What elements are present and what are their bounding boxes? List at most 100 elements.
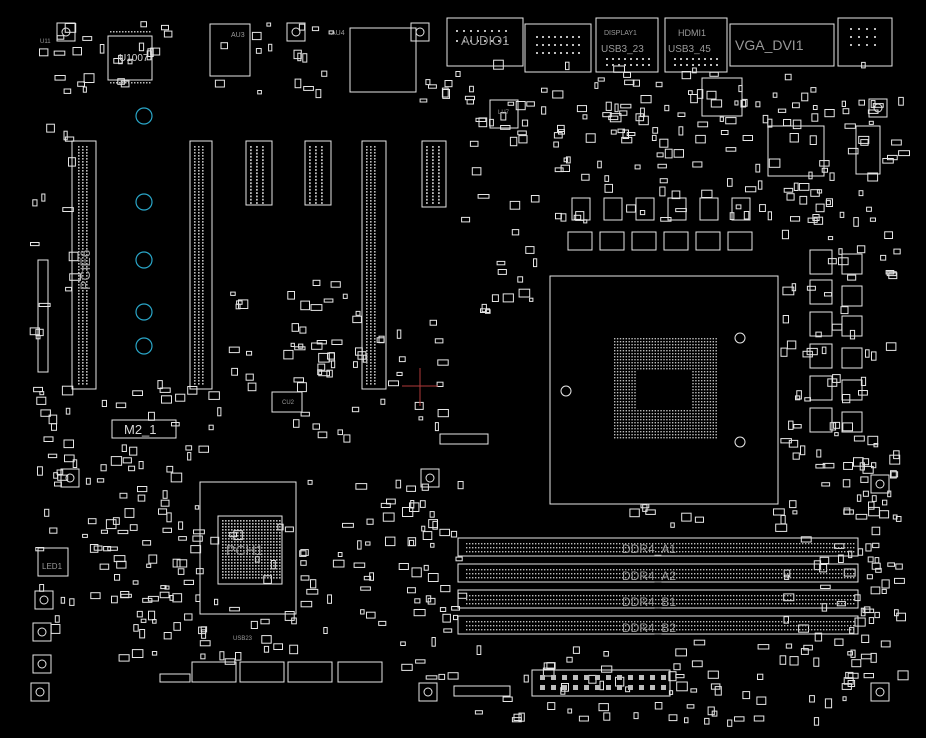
cpu-socket-pad [654, 419, 656, 421]
chip-pch1-pad [249, 547, 251, 549]
chip-pch1-pad [234, 556, 236, 558]
passive-component [114, 574, 121, 581]
slot-pcie6-pin [86, 275, 88, 277]
dimm-slot-pin [832, 599, 834, 601]
dimm-slot-pin [700, 603, 702, 605]
cpu-socket-pad [689, 359, 691, 361]
chip-pch1-pad [264, 553, 266, 555]
header-block-c-pin [432, 146, 434, 148]
slot-pcie-2-pin [202, 332, 204, 334]
dimm-slot-pin [757, 595, 759, 597]
dimm-slot-pin [739, 603, 741, 605]
chip-pch1-pad [222, 547, 224, 549]
slot-pcie-3-pin [366, 341, 368, 343]
dimm-slot-pin [544, 621, 546, 623]
dimm-slot-pin [703, 573, 705, 575]
slot-pcie-3-pin [366, 275, 368, 277]
passive-component [82, 36, 93, 41]
slot-pcie-3-pin [366, 248, 368, 250]
slot-pcie6-pin [82, 212, 84, 214]
dimm-slot-pin [526, 577, 528, 579]
cpu-socket-pad [695, 398, 697, 400]
dimm-slot-pin [484, 629, 486, 631]
slot-pcie-3-pin [366, 260, 368, 262]
dimm-slot-pin [775, 625, 777, 627]
header-block-b-pin [309, 155, 311, 158]
slot-pcie-3-pin [366, 221, 368, 223]
cpu-socket-pad [715, 407, 717, 409]
dimm-slot-pin [748, 595, 750, 597]
cpu-socket-pad [683, 344, 685, 346]
dimm-slot-pin [487, 547, 489, 549]
slot-pcie6-pin [82, 239, 84, 241]
slot-pcie6-pin [86, 191, 88, 193]
cpu-socket-pad [654, 341, 656, 343]
cpu-socket-pad [657, 410, 659, 412]
chip-u1007-pad [140, 82, 142, 84]
dimm-slot-pin [847, 629, 849, 631]
dimm-slot-pin [664, 577, 666, 579]
dimm-slot-pin [589, 599, 591, 601]
chip-pch1-pad [240, 559, 242, 561]
dimm-slot-pin [820, 629, 822, 631]
dimm-slot-pin [487, 599, 489, 601]
dimm-slot-pin [664, 625, 666, 627]
passive-component [813, 717, 820, 726]
dimm-slot-pin [847, 577, 849, 579]
cpu-socket-pad [669, 350, 671, 352]
cpu-socket-pad [628, 377, 630, 379]
cpu-socket-pad [622, 344, 625, 346]
cpu-socket-pad [614, 353, 616, 355]
cpu-socket-pad [622, 416, 625, 418]
passive-component [573, 214, 582, 220]
chip-pch1-pad [240, 547, 242, 549]
connector-vga-pad [866, 28, 868, 30]
cpu-socket-pad [625, 350, 627, 352]
dimm-slot-pin [472, 573, 474, 575]
passive-component [116, 560, 127, 569]
cpu-socket-pad [648, 338, 651, 340]
slot-pcie6-pin [86, 155, 88, 157]
slot-pcie-2-pin [198, 266, 200, 268]
slot-pcie-3-pin [374, 221, 376, 223]
dimm-slot-pin [841, 577, 843, 579]
cpu-socket-pad [634, 413, 636, 415]
cpu-socket-pad [625, 356, 627, 358]
dimm-slot-pin [565, 599, 567, 601]
cpu-socket-pad [660, 350, 662, 352]
chip-pch1-pad [222, 559, 224, 561]
passive-component [411, 567, 422, 578]
dimm-slot-pin [514, 621, 516, 623]
slot-pcie6-pin [82, 371, 84, 373]
passive-component [103, 546, 112, 552]
slot-pcie6-pin [82, 269, 84, 271]
chip-pch1-pad [225, 538, 227, 540]
passive-component [332, 559, 345, 568]
cpu-socket-pad [669, 413, 671, 415]
cpu-socket-pad [709, 365, 712, 367]
passive-component [743, 211, 750, 220]
slot-pcie-3-pin [366, 338, 368, 340]
passive-component [166, 512, 172, 523]
dimm-slot-pin [724, 603, 726, 605]
cpu-socket-pad [628, 413, 630, 415]
chip-pch1-pad [246, 544, 248, 546]
cpu-socket-pad [709, 344, 712, 346]
slot-pcie6-pin [78, 221, 80, 223]
dimm-slot-pin [604, 629, 606, 631]
cpu-socket-pad [643, 425, 645, 427]
dimm-slot-pin [577, 625, 579, 627]
passive-component [673, 149, 684, 158]
dimm-slot-pin [796, 569, 798, 571]
passive-component [844, 123, 856, 129]
dimm-slot-pin [643, 603, 645, 605]
cpu-socket-pad [715, 413, 717, 415]
connector-usb-pad [704, 64, 706, 66]
dimm-slot-pin [571, 621, 573, 623]
passive-component [622, 129, 629, 139]
slot-pcie-2-pin [198, 272, 200, 274]
slot-pcie-2-pin [194, 230, 196, 232]
cpu-socket-pad [672, 356, 674, 358]
dimm-slot-pin [820, 547, 822, 549]
cpu-socket-pad [654, 353, 656, 355]
